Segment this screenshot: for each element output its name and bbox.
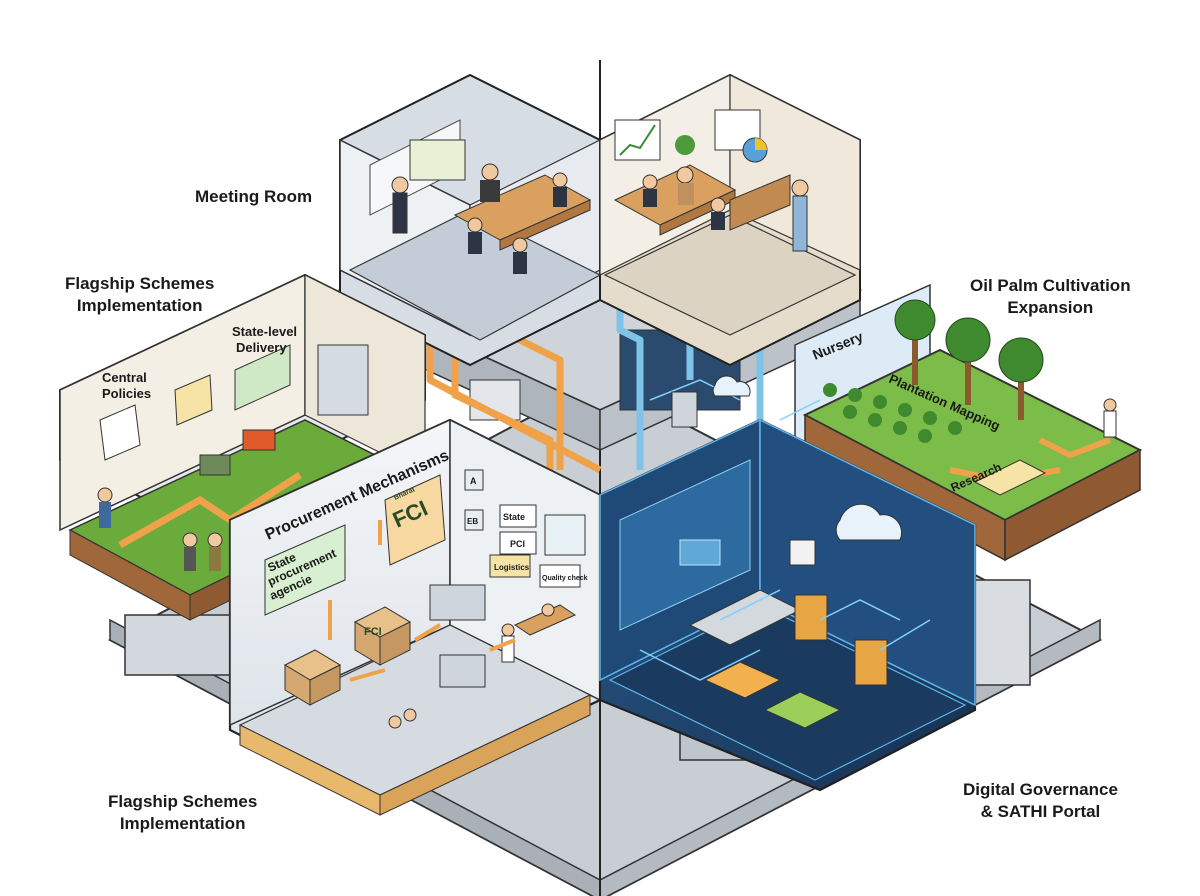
fci-sign-board [384,474,446,566]
computer-unit [439,654,486,688]
callout-flagship-bottom-line1: Flagship Schemes [108,792,258,811]
callout-digital: Digital Governance & SATHI Portal [963,779,1118,823]
callout-flagship-bottom-line2: Implementation [119,814,246,833]
callout-oil-palm-line2: Expansion [1007,298,1094,317]
callout-flagship-top: Flagship Schemes Implementation [65,273,214,317]
callout-flagship-bottom: Flagship Schemes Implementation [108,791,257,835]
callout-oil-palm-line1: Oil Palm Cultivation [970,276,1131,295]
palm-trees [894,299,1044,420]
badge-a: A [470,476,477,486]
seed-card [703,661,782,699]
callout-flagship-top-line2: Implementation [76,296,203,315]
fci-box-label: FCI [364,626,382,638]
cloud-icon [835,503,903,541]
doorway [317,344,369,416]
seed-packet-2 [854,639,888,686]
callout-digital-line2: & SATHI Portal [980,802,1101,821]
central-policies-line2: Policies [102,386,151,401]
machine-unit [429,584,486,621]
qr-code [789,539,816,566]
state-delivery-line2: Delivery [236,340,287,355]
delivery-board [234,344,291,411]
meeting-room-left [339,73,602,367]
projection-screen [409,139,466,181]
procurement-room [228,418,602,816]
wall-label-pci: PCI [510,539,525,549]
callout-meeting-room: Meeting Room [195,186,312,208]
tractor-red [242,429,276,451]
potted-plant [675,135,695,155]
flagship-schemes-room [59,273,427,621]
wall-label-state: State [503,512,525,522]
wall-label-quality: Quality check [542,575,588,582]
seedlings [823,383,962,443]
callout-meeting-room-text: Meeting Room [195,187,313,206]
tractor-green [199,454,231,476]
callout-oil-palm: Oil Palm Cultivation Expansion [970,275,1131,319]
standing-figure-right [791,179,809,197]
wall-label-logistics: Logistics [494,563,530,572]
badge-eb: EB [467,517,478,526]
callout-flagship-top-line1: Flagship Schemes [65,274,215,293]
central-policies-line1: Central [102,370,147,385]
document-icon-yellow [174,374,213,426]
presenter-figure [391,176,409,194]
seed-packet [794,594,828,641]
meeting-room-right [599,73,861,367]
callout-digital-line1: Digital Governance [963,780,1118,799]
agency-sign-board [264,524,346,616]
digital-governance-room [598,375,977,792]
state-delivery-line1: State-level [232,324,297,339]
research-grid [973,459,1047,496]
seed-card-green [763,691,842,729]
document-icon [99,404,141,461]
